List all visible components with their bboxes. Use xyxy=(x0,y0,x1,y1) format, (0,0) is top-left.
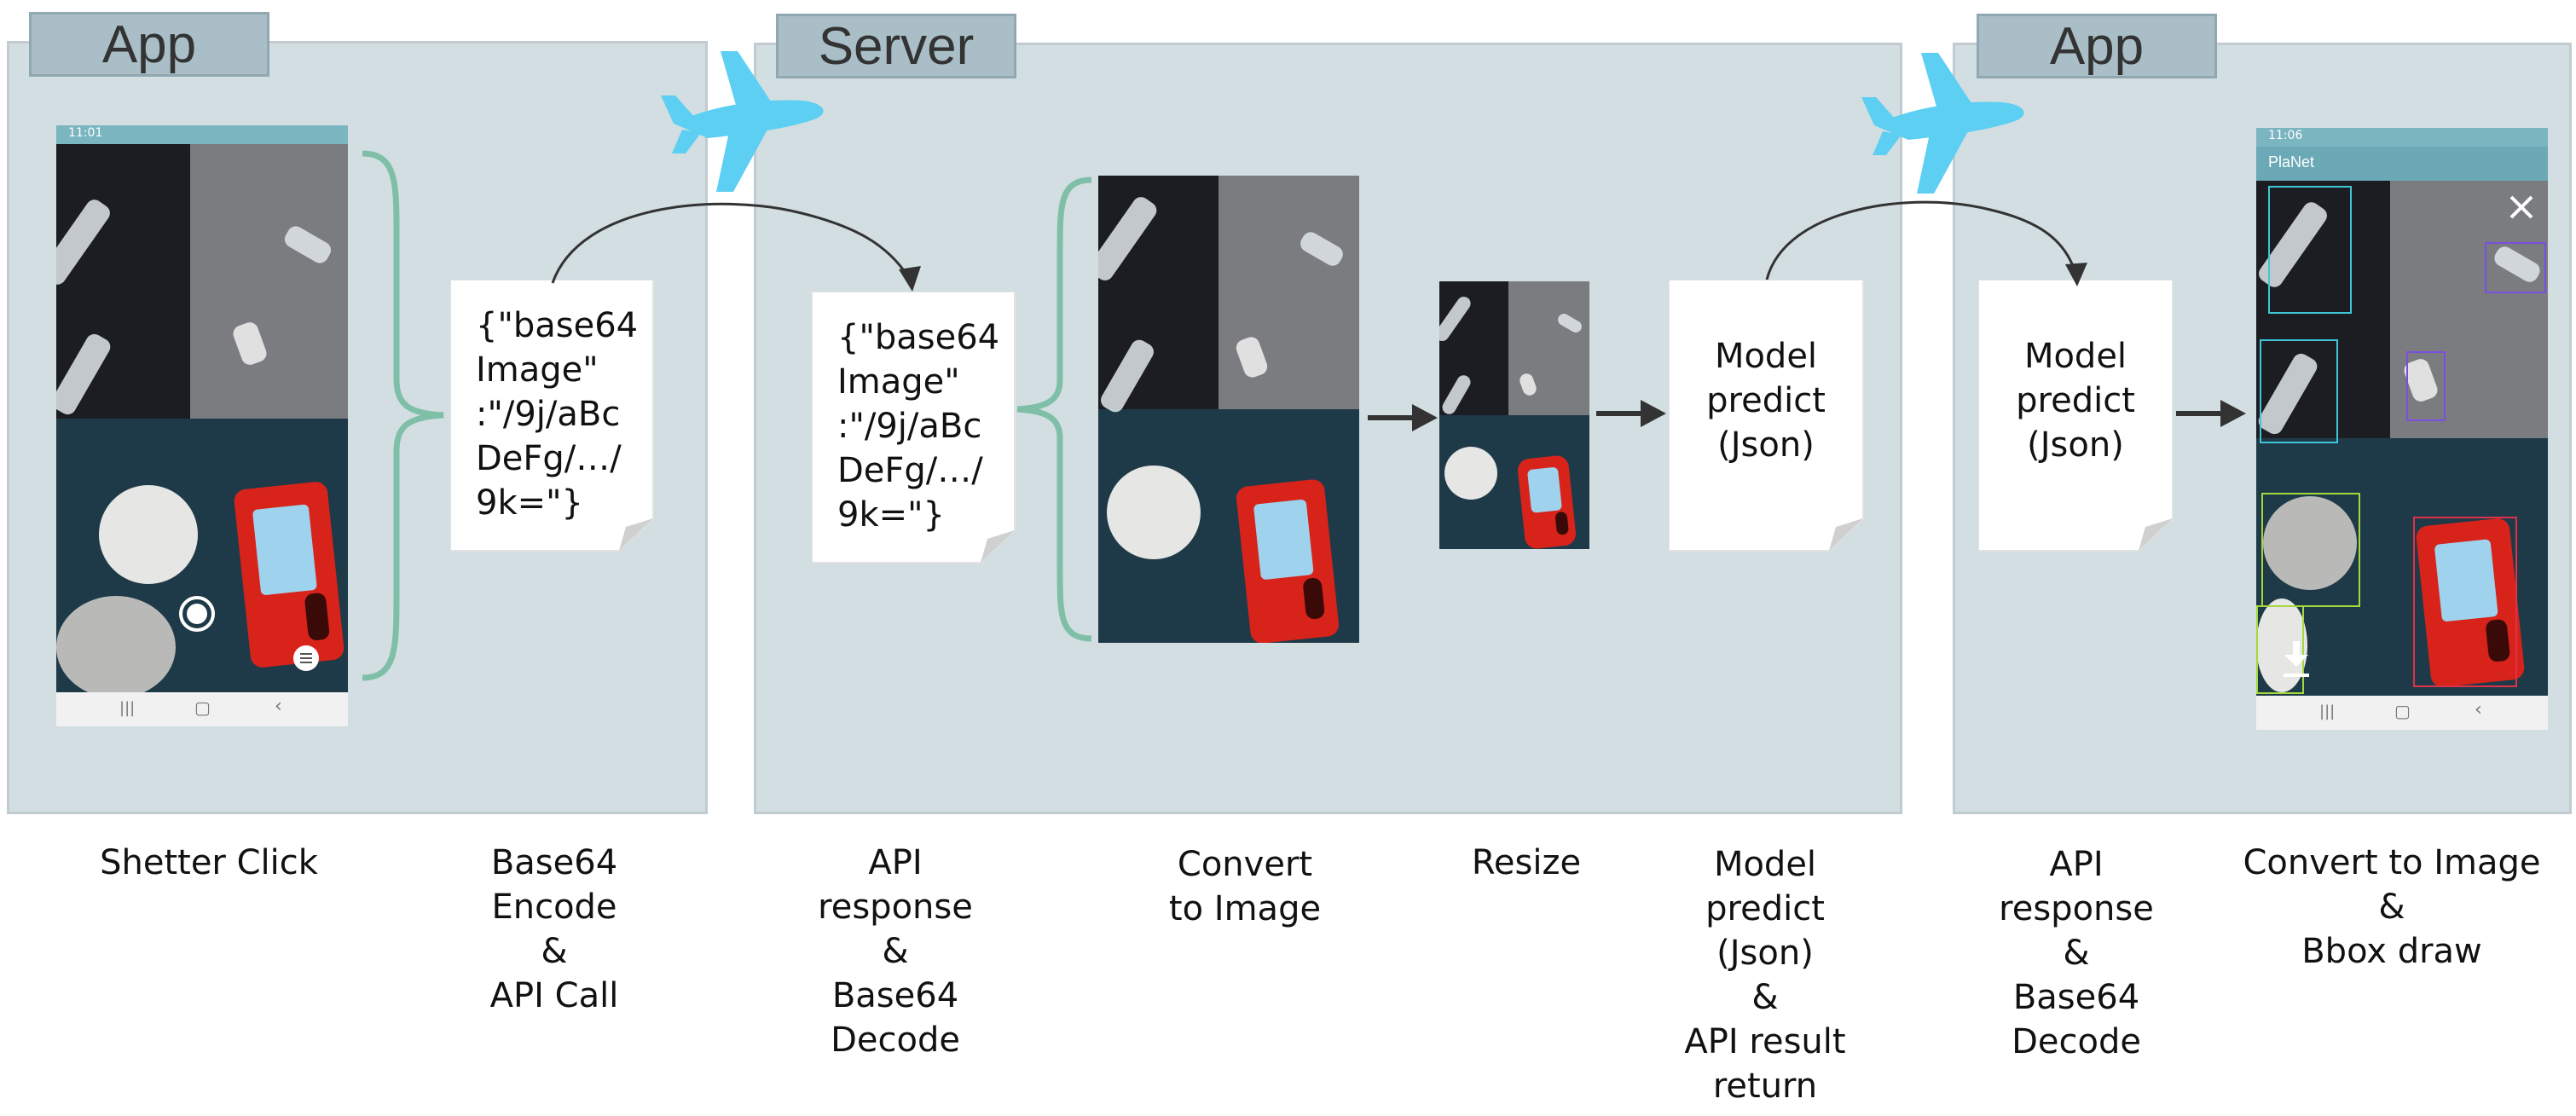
app-title: PlaNet xyxy=(2268,153,2315,171)
doc-shape xyxy=(1669,280,1864,552)
app-left-tab: App xyxy=(29,12,269,77)
api-call-arrow xyxy=(551,202,921,292)
nav-bar: ||| ▢ ‹ xyxy=(56,692,348,726)
step-caption: Shetter Click xyxy=(100,843,318,882)
left-brace xyxy=(362,150,444,681)
close-icon[interactable] xyxy=(2507,193,2536,222)
app-bar: PlaNet xyxy=(2256,147,2548,181)
app-right-tab: App xyxy=(1977,14,2217,78)
camera-phone-screen: 11:01 ||| ▢ ‹ xyxy=(56,125,348,726)
bbox-bottle xyxy=(2268,186,2352,314)
resized-image xyxy=(1439,281,1589,549)
result-phone-screen: 11:06 PlaNet ||| ▢ ‹ xyxy=(2256,128,2548,730)
nav-back-icon[interactable]: ‹ xyxy=(275,696,282,717)
step-caption: Base64 Encode & API Call xyxy=(489,843,619,1015)
nav-recent-icon[interactable]: ||| xyxy=(2319,703,2336,720)
to-resize-arrow xyxy=(1368,404,1438,431)
status-bar: 11:06 xyxy=(2256,128,2548,147)
step-caption: Convert to Image & Bbox draw xyxy=(2243,843,2541,971)
payload-text: {"base64 Image" :"/9j/aBc DeFg/…/ 9k="} xyxy=(837,318,1000,535)
airplane-icon xyxy=(1861,53,2024,194)
doc-shape xyxy=(1978,280,2174,552)
nav-recent-icon[interactable]: ||| xyxy=(119,699,136,717)
nav-home-icon[interactable]: ▢ xyxy=(2394,701,2411,721)
status-time: 11:06 xyxy=(2268,129,2303,142)
shutter-icon[interactable] xyxy=(179,596,215,632)
bbox-bottle xyxy=(2260,339,2338,443)
bbox-can xyxy=(2406,351,2446,421)
nav-bar: ||| ▢ ‹ xyxy=(2256,696,2548,730)
predict-text: Model predict (Json) xyxy=(1706,337,1826,465)
download-icon[interactable] xyxy=(2282,641,2311,679)
step-caption: API response & Base64 Decode xyxy=(818,843,973,1060)
payload-text: {"base64 Image" :"/9j/aBc DeFg/…/ 9k="} xyxy=(476,306,639,523)
nav-back-icon[interactable]: ‹ xyxy=(2475,699,2482,720)
server-brace xyxy=(1016,176,1092,642)
camera-preview xyxy=(56,144,348,692)
doc-shape xyxy=(812,292,1016,564)
step-caption: API response & Base64 Decode xyxy=(1999,845,2154,1061)
to-bbox-arrow xyxy=(2176,400,2246,427)
to-predict-arrow xyxy=(1596,400,1666,427)
decoded-image xyxy=(1098,176,1359,643)
step-caption: Convert to Image xyxy=(1168,845,1322,928)
bbox-can xyxy=(2485,242,2546,293)
bbox-plastic-lid xyxy=(2261,493,2360,607)
step-caption: Resize xyxy=(1471,843,1582,882)
bbox-plastic-lid xyxy=(2256,605,2304,694)
menu-icon[interactable] xyxy=(293,645,319,671)
step-caption: Model predict (Json) & API result return xyxy=(1684,845,1846,1106)
airplane-icon xyxy=(661,51,824,192)
status-time: 11:01 xyxy=(68,126,103,140)
status-bar: 11:01 xyxy=(56,125,348,144)
nav-home-icon[interactable]: ▢ xyxy=(194,697,211,718)
doc-shape xyxy=(450,280,654,552)
api-return-arrow xyxy=(1765,200,2087,286)
server-tab: Server xyxy=(776,14,1016,78)
predict-text: Model predict (Json) xyxy=(2016,337,2135,465)
bbox-result-image xyxy=(2256,181,2548,696)
bbox-red-container xyxy=(2413,517,2517,687)
